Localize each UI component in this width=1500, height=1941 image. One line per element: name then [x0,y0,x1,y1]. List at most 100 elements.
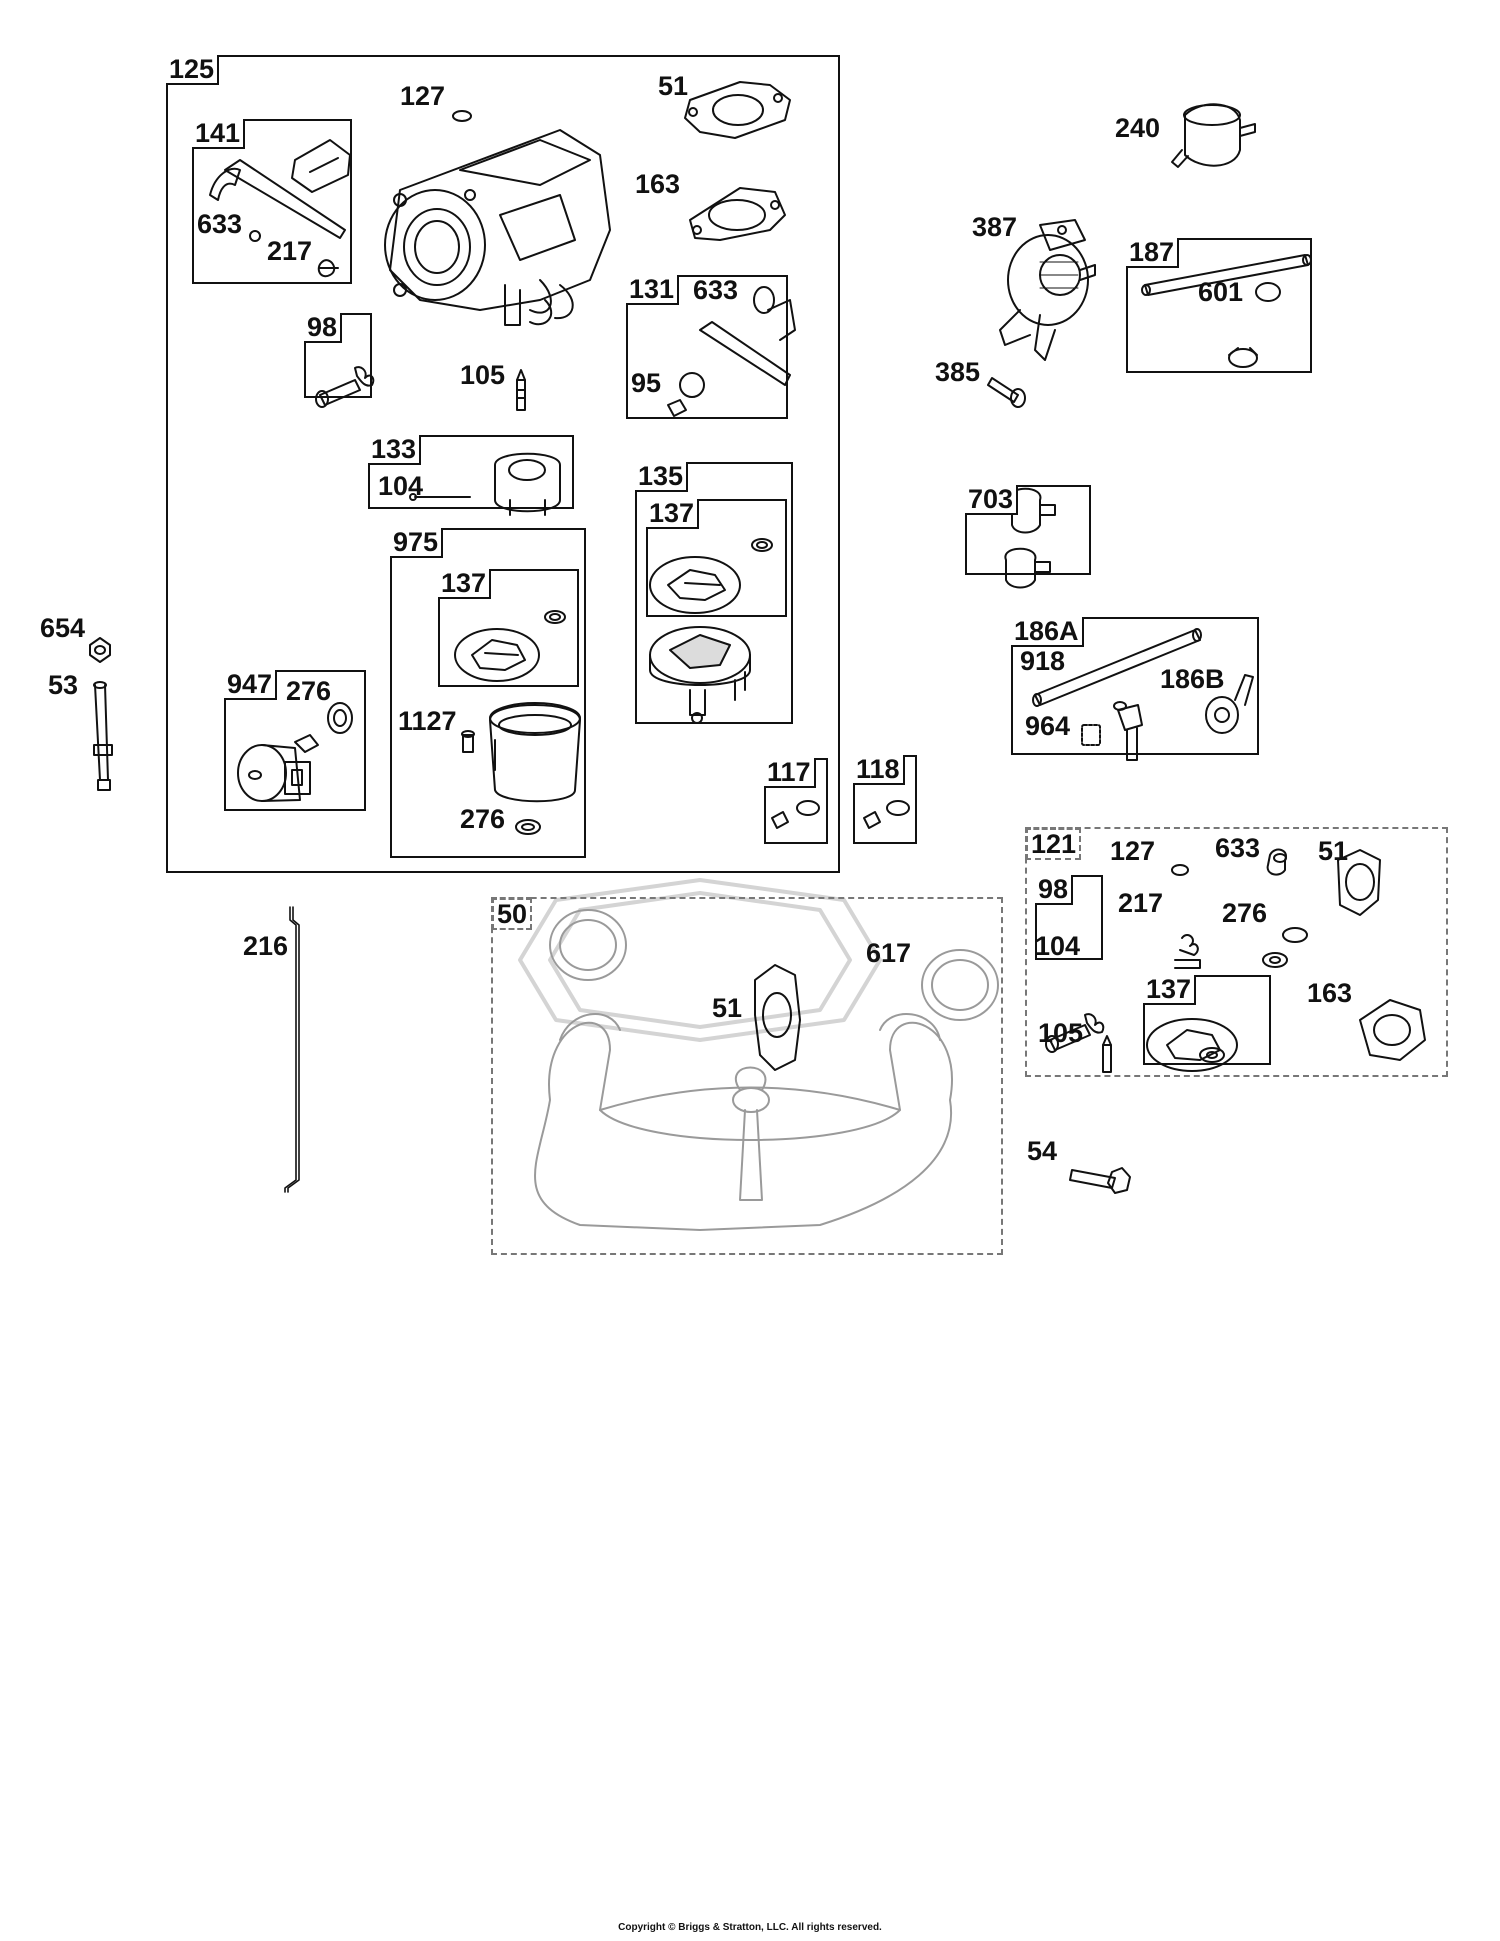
callout-187: 187 [1126,238,1180,268]
screw-spring-98b-drawing [1045,1013,1105,1053]
group-703-frame [965,485,1091,575]
gasket-kit-137c-drawing [1146,1018,1238,1072]
label-633a: 633 [197,209,243,239]
o-ring-127a-drawing [452,110,472,122]
label-276b: 276 [460,804,506,834]
link-rod-216-drawing [284,906,300,1193]
group-125-frame [166,55,840,873]
callout-137a: 137 [646,499,700,529]
callout-125: 125 [166,55,220,85]
label-127a: 127 [400,81,446,111]
label-163b: 163 [1307,978,1353,1008]
callout-137b: 137 [438,569,492,599]
fuel-filter-240-drawing [1171,103,1256,168]
screw-118-drawing [863,800,910,829]
kit-121-drawing [1102,848,1426,1073]
label-186b: 186B [1160,664,1225,694]
callout-947: 947 [224,670,278,700]
label-276c: 276 [1222,898,1268,928]
label-217b: 217 [1118,888,1164,918]
callout-135: 135 [635,462,689,492]
choke-shaft-141-drawing [209,139,351,278]
label-617: 617 [866,938,912,968]
group-131-frame [626,275,788,419]
label-964: 964 [1025,711,1071,741]
group-137a-frame [646,499,787,617]
bolt-54-drawing [1069,1167,1131,1194]
group-186a-frame [1011,617,1259,755]
bowl-cover-135-drawing [649,626,751,724]
fuel-pump-387-drawing [999,219,1096,361]
label-633b: 633 [693,275,739,305]
group-975-frame [390,528,586,858]
label-54: 54 [1027,1136,1058,1166]
screw-117-drawing [771,800,820,829]
label-918: 918 [1020,646,1066,676]
label-387: 387 [972,212,1018,242]
callout-118: 118 [853,755,905,785]
label-601: 601 [1198,277,1244,307]
callout-50: 50 [491,897,533,930]
callout-133: 133 [368,435,422,465]
label-1127: 1127 [398,706,457,736]
label-51c: 51 [1318,836,1349,866]
stud-53-drawing [93,681,113,791]
copyright-text: Copyright © Briggs & Stratton, LLC. All … [618,1922,882,1933]
carburetor-body-drawing [384,129,611,326]
callout-98a: 98 [304,313,343,343]
float-bowl-drawing [461,702,581,835]
gasket-617a-drawing [549,909,627,981]
callout-141: 141 [192,119,246,149]
group-50-frame [491,897,1003,1255]
label-385: 385 [935,357,981,387]
label-105a: 105 [460,360,506,390]
label-104a: 104 [378,471,424,501]
label-51a: 51 [658,71,689,101]
intake-manifold-50-drawing [534,1013,953,1231]
clamps-703-drawing [1004,487,1056,589]
gasket-617b-drawing [921,949,999,1021]
callout-98b: 98 [1035,875,1074,905]
label-51b: 51 [712,993,743,1023]
callout-131: 131 [626,275,680,305]
screw-spring-98a-drawing [315,366,375,408]
fuel-line-186a-drawing [1032,628,1254,761]
label-654: 654 [40,613,86,643]
group-133-frame [368,435,574,509]
gasket-kit-137a-drawing [649,538,773,614]
gasket-kit-137b-drawing [454,610,566,682]
label-633c: 633 [1215,833,1261,863]
callout-137c: 137 [1143,975,1197,1005]
group-141-frame [192,119,352,284]
label-163a: 163 [635,169,681,199]
group-121-frame [1025,827,1448,1077]
label-105b: 105 [1038,1018,1084,1048]
callout-975: 975 [390,528,444,558]
label-53: 53 [48,670,79,700]
gasket-51b-drawing [754,964,801,1071]
label-276a: 276 [286,676,332,706]
screw-385-drawing [987,377,1026,408]
label-104b: 104 [1035,931,1081,961]
group-137c-frame [1143,975,1271,1065]
fuel-line-187-drawing [1141,254,1312,368]
callout-703: 703 [965,485,1019,515]
group-135-frame [635,462,793,724]
callout-121: 121 [1025,827,1082,860]
label-217a: 217 [267,236,313,266]
group-187-frame [1126,238,1312,373]
nut-654-drawing [89,637,111,663]
gasket-163-drawing [689,187,786,241]
gasket-51-drawing [684,81,791,139]
callout-186a: 186A [1011,617,1084,647]
label-216: 216 [243,931,289,961]
label-127b: 127 [1110,836,1156,866]
group-137b-frame [438,569,579,687]
needle-105a-drawing [516,369,526,411]
solenoid-947-drawing [237,702,353,802]
label-240: 240 [1115,113,1161,143]
callout-117: 117 [764,758,816,788]
label-95: 95 [631,368,662,398]
